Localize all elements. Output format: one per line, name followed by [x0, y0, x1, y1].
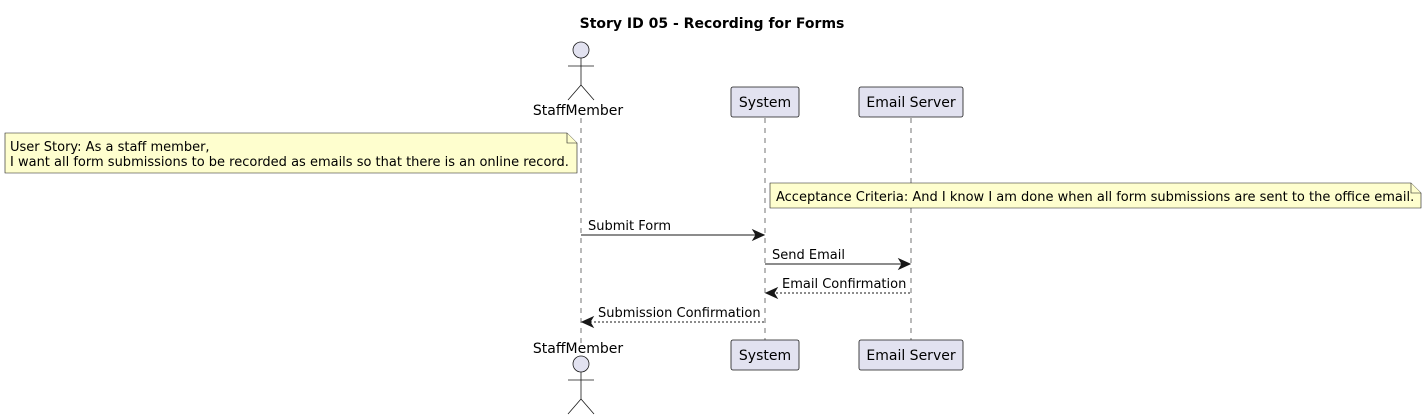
note-fold: [1410, 183, 1421, 194]
message-label: Send Email: [772, 248, 845, 263]
participant-label: StaffMember: [533, 103, 623, 119]
message-arrow-head: [751, 228, 766, 242]
note-line: I want all form submissions to be record…: [10, 155, 569, 170]
actor-leg-left: [567, 398, 582, 415]
participant-box: [858, 339, 964, 371]
message-arrow-head: [897, 257, 912, 271]
participant-box: [730, 339, 800, 371]
note-line: Acceptance Criteria: And I know I am don…: [776, 190, 1414, 205]
actor-head: [572, 41, 590, 59]
note-box: [769, 182, 1422, 209]
message-label: Email Confirmation: [782, 277, 906, 292]
message-label: Submission Confirmation: [598, 306, 761, 321]
note-fold: [566, 133, 577, 144]
participant-box: [730, 86, 800, 118]
participant-label: StaffMember: [533, 341, 623, 357]
actor-staffmember-bottom: StaffMember: [533, 341, 623, 415]
participant-system-bottom: System: [730, 339, 800, 371]
actor-staffmember-top: StaffMember: [533, 41, 623, 119]
participant-label: System: [739, 95, 791, 111]
note-user-story: User Story: As a staff member, I want al…: [4, 132, 578, 174]
message-submission-confirmation: Submission Confirmation: [580, 306, 764, 329]
message-send-email: Send Email: [765, 248, 912, 271]
actor-head: [572, 355, 590, 373]
actor-leg-left: [567, 84, 582, 101]
participant-email-server-bottom: Email Server: [858, 339, 964, 371]
actor-leg-right: [580, 84, 595, 101]
participant-label: Email Server: [866, 95, 955, 111]
diagram-title: Story ID 05 - Recording for Forms: [580, 16, 845, 32]
participant-box: [858, 86, 964, 118]
message-arrow-head: [764, 286, 779, 300]
note-acceptance-criteria: Acceptance Criteria: And I know I am don…: [769, 182, 1422, 209]
participant-system-top: System: [730, 86, 800, 118]
message-submit-form: Submit Form: [581, 219, 766, 242]
participant-email-server-top: Email Server: [858, 86, 964, 118]
message-label: Submit Form: [588, 219, 671, 234]
message-email-confirmation: Email Confirmation: [764, 277, 910, 300]
actor-leg-right: [580, 398, 595, 415]
message-arrow-head: [580, 315, 595, 329]
participant-label: Email Server: [866, 348, 955, 364]
note-box: [4, 132, 578, 174]
participant-label: System: [739, 348, 791, 364]
note-line: User Story: As a staff member,: [10, 140, 210, 155]
